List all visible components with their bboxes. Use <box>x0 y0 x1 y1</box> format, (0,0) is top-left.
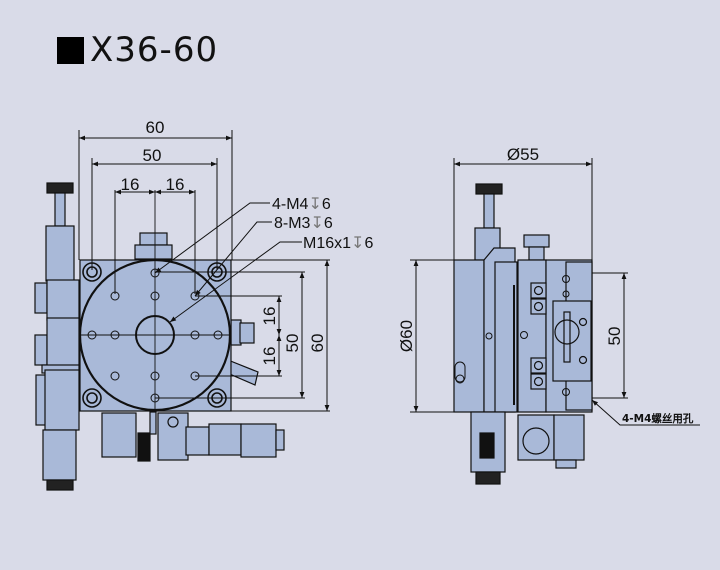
gib-screws <box>530 282 547 390</box>
dim-pitch-50: 50 <box>605 327 624 346</box>
right-view-side <box>453 183 593 485</box>
right-view-dimension-text: Ø55 Ø60 50 4-M4螺丝用孔 <box>397 145 694 425</box>
horizontal-micrometer <box>101 411 285 462</box>
model-number: X36-60 <box>90 30 219 70</box>
callout-m16x1: M16x1↧6 <box>303 235 373 252</box>
dim-height-50: 50 <box>283 334 302 353</box>
dim-offset-right-16: 16 <box>166 175 185 194</box>
left-view-dimension-text: 60 50 16 16 60 50 16 16 4-M4↧6 8-M3↧6 M1… <box>121 118 374 365</box>
right-view-dimensions <box>410 158 700 426</box>
dim-diameter-60: Ø60 <box>397 320 416 352</box>
dim-offset-top-16: 16 <box>260 307 279 326</box>
drawing-title: X36-60 <box>57 30 218 70</box>
dim-offset-bottom-16: 16 <box>260 347 279 366</box>
callout-8-m3: 8-M3↧6 <box>274 215 333 232</box>
dim-diameter-55: Ø55 <box>507 145 539 164</box>
dim-width-50: 50 <box>143 146 162 165</box>
dim-width-60: 60 <box>146 118 165 137</box>
dim-height-60: 60 <box>308 334 327 353</box>
left-view-top <box>34 182 285 491</box>
callout-m4-screw-holes: 4-M4螺丝用孔 <box>622 412 694 425</box>
callout-4-m4: 4-M4↧6 <box>272 196 331 213</box>
left-view-dimensions <box>78 130 330 412</box>
dim-offset-left-16: 16 <box>121 175 140 194</box>
vertical-micrometer <box>34 182 80 491</box>
title-square-marker <box>57 36 84 64</box>
